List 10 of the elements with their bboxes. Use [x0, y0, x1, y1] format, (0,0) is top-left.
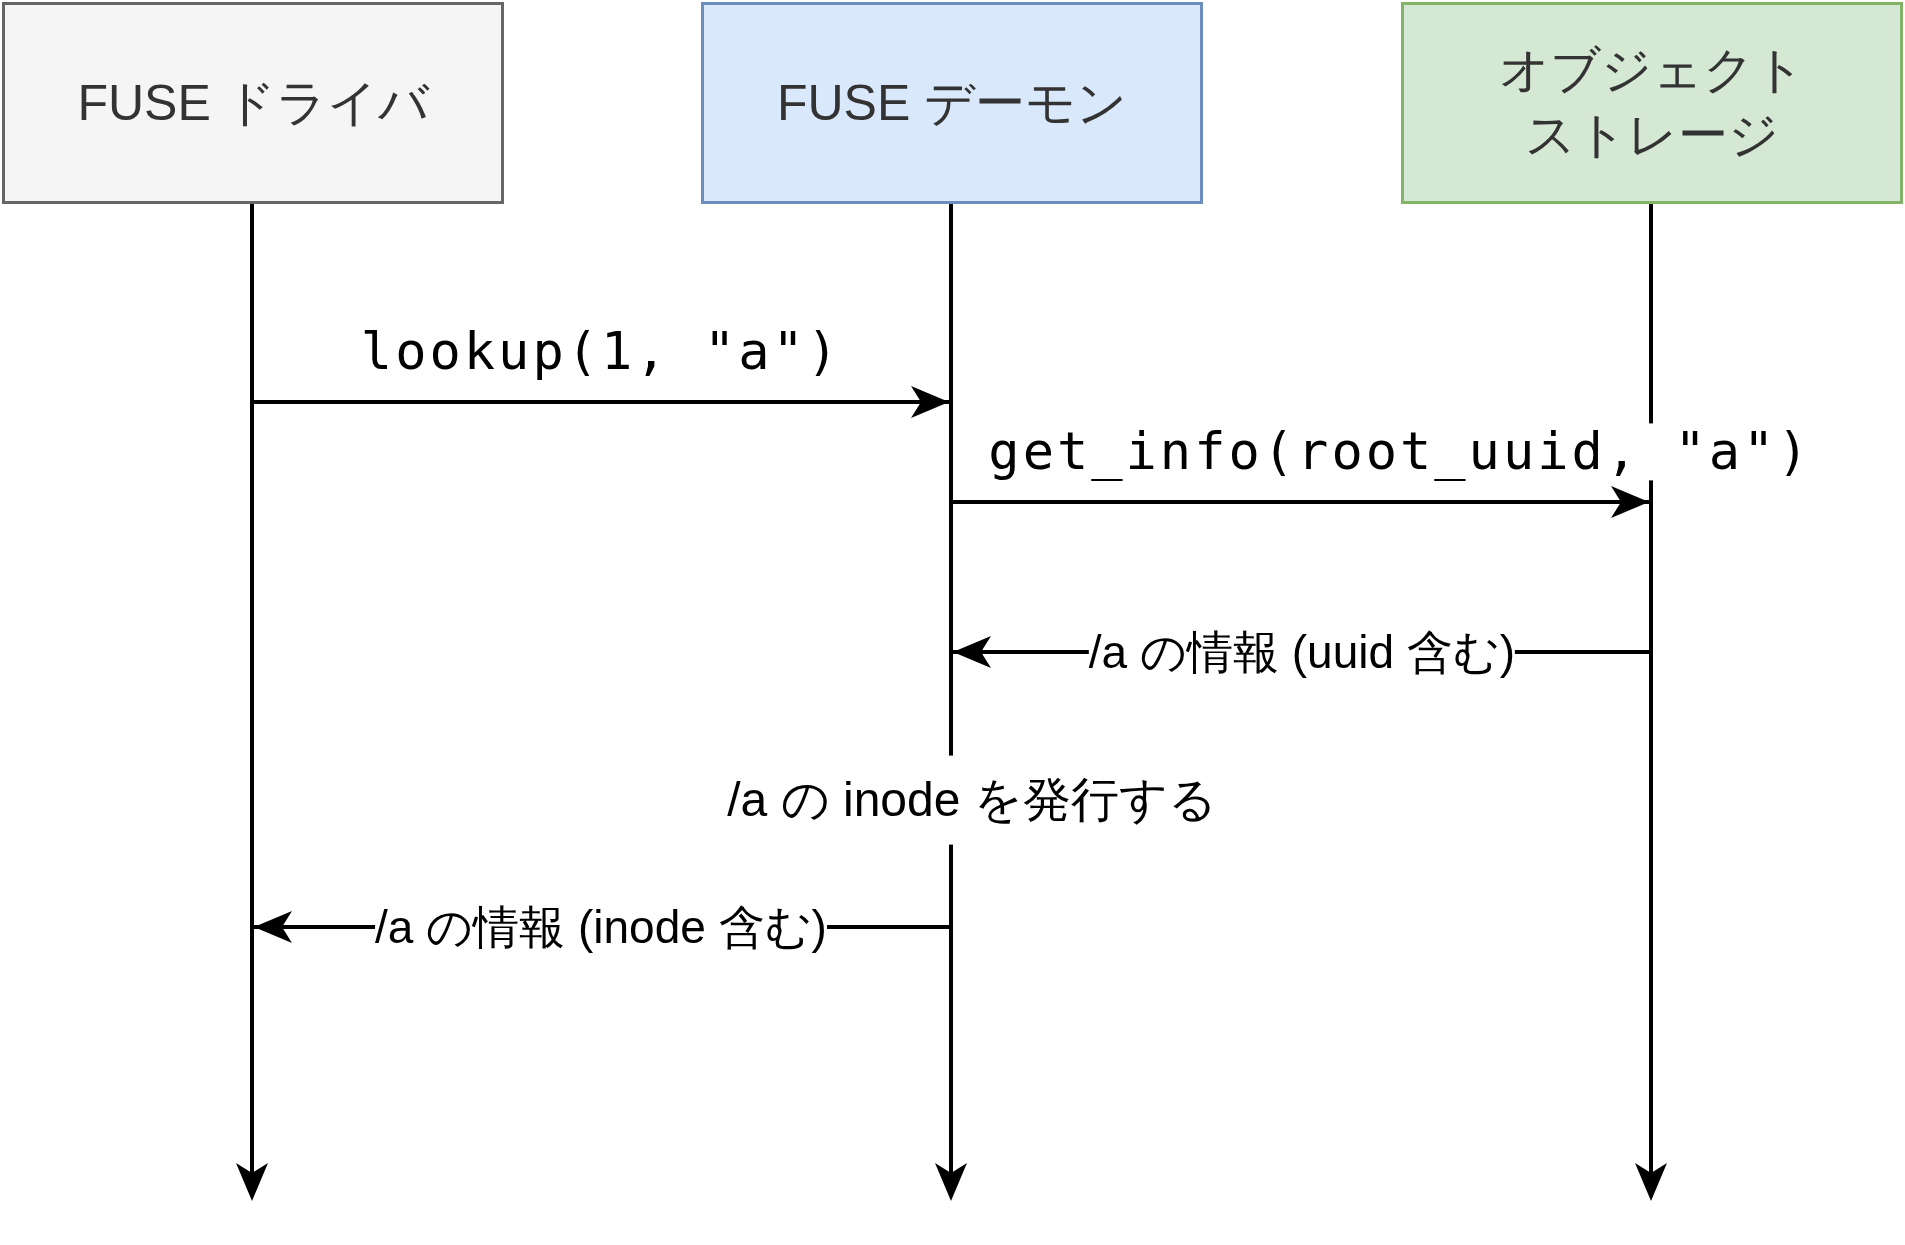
participant-box [2, 2, 504, 204]
participant-box [1401, 2, 1903, 204]
participant-name: FUSE ドライバ [77, 73, 429, 133]
lifeline [1632, 204, 1670, 1201]
participant-name: オブジェクトストレージ [1498, 41, 1806, 165]
participant-box [701, 2, 1203, 204]
participant-name: FUSE デーモン [776, 73, 1128, 133]
message-arrow [953, 486, 1649, 518]
message-arrow [254, 386, 949, 418]
lifeline [233, 204, 271, 1201]
